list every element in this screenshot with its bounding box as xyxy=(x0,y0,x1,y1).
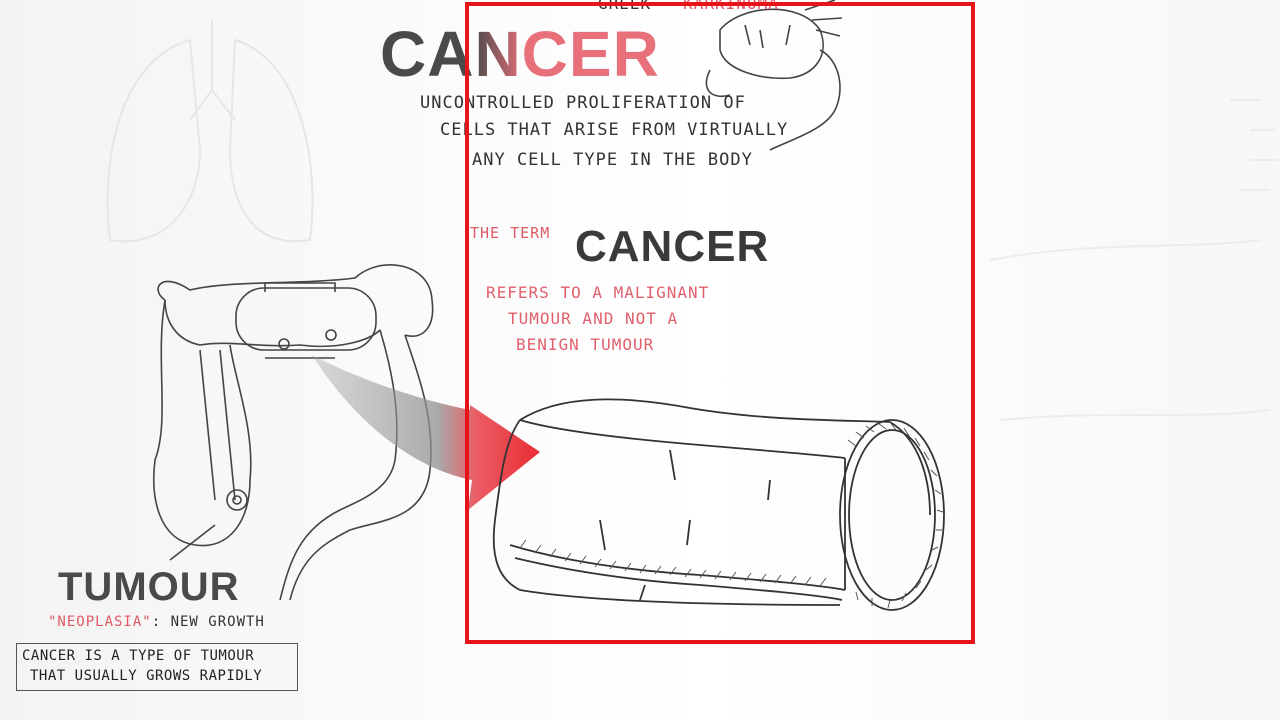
definition-line-2: CELLS THAT ARISE FROM VIRTUALLY xyxy=(440,120,789,140)
colon-sketch xyxy=(153,264,434,601)
cylinder-hatching xyxy=(519,421,944,609)
term-word: CANCER xyxy=(575,222,770,271)
neoplasia-line: "NEOPLASIA": NEW GROWTH xyxy=(48,614,265,630)
tumour-heading: TUMOUR xyxy=(58,565,240,609)
neoplasia-meaning: : NEW GROWTH xyxy=(151,614,265,630)
malignant-line-1: REFERS TO A MALIGNANT xyxy=(486,283,710,302)
faint-right-notes xyxy=(989,99,1278,421)
highlight-arrow xyxy=(312,355,540,510)
highlight-frame xyxy=(465,2,975,644)
term-prefix: THE TERM xyxy=(470,224,551,242)
definition-line-3: ANY CELL TYPE IN THE BODY xyxy=(472,150,753,170)
cancer-heading-text: CANCER xyxy=(380,18,660,90)
tumour-note-box xyxy=(16,643,298,691)
cancer-heading: CANCER xyxy=(380,14,660,94)
malignant-line-3: BENIGN TUMOUR xyxy=(516,335,655,354)
tumour-note-line-2: THAT USUALLY GROWS RAPIDLY xyxy=(30,668,263,684)
malignant-line-2: TUMOUR AND NOT A xyxy=(508,309,679,328)
tumour-cross-section-sketch xyxy=(492,398,945,611)
neoplasia-quote: "NEOPLASIA" xyxy=(48,614,152,630)
tumour-note-line-1: CANCER IS A TYPE OF TUMOUR xyxy=(22,648,255,664)
faint-lungs-sketch xyxy=(106,20,314,243)
definition-line-1: UNCONTROLLED PROLIFERATION OF xyxy=(420,93,746,113)
